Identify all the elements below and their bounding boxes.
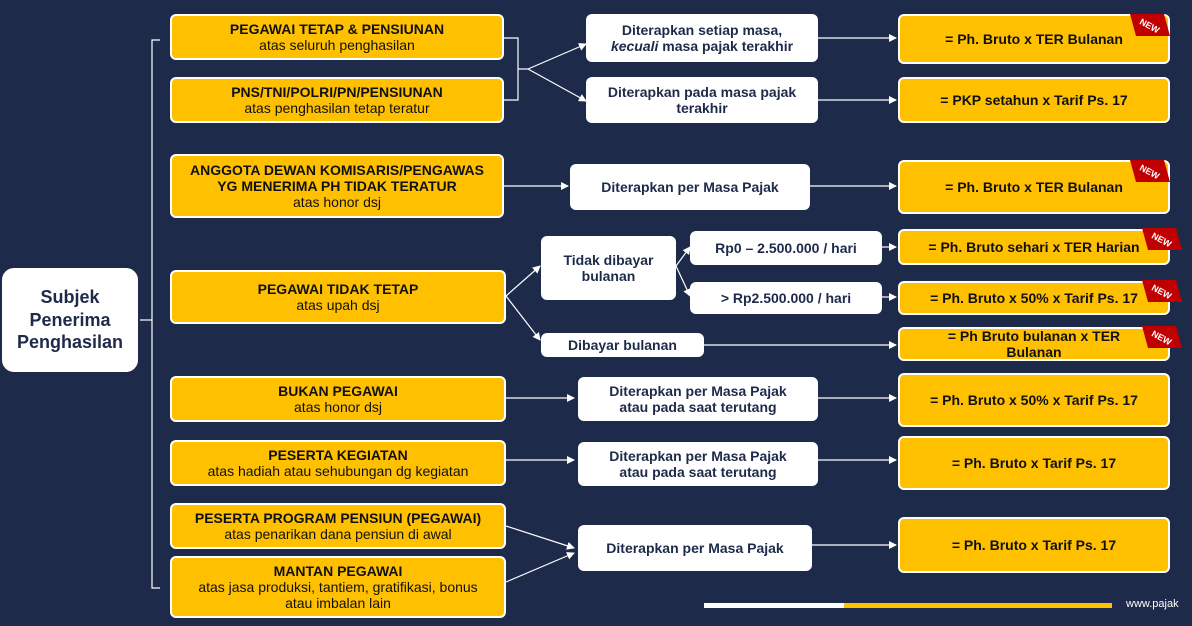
- root-subject-box: Subjek Penerima Penghasilan: [2, 268, 138, 372]
- subject-pegawai-tetap: PEGAWAI TETAP & PENSIUNAN atas seluruh p…: [170, 14, 504, 60]
- result-text: = Ph. Bruto x 50% x Tarif Ps. 17: [930, 289, 1138, 306]
- footer-bar-yellow: [844, 603, 1112, 608]
- result-text: = Ph. Bruto x Tarif Ps. 17: [951, 454, 1117, 471]
- condition-rp0-2500000: Rp0 – 2.500.000 / hari: [690, 231, 882, 265]
- subject-title-line-2: YG MENERIMA PH TIDAK TERATUR: [217, 177, 457, 194]
- condition-per-masa-pajak: Diterapkan per Masa Pajak: [570, 164, 810, 210]
- condition-tidak-dibayar-bulanan: Tidak dibayar bulanan: [541, 236, 676, 300]
- subject-sub: atas honor dsj: [293, 194, 381, 211]
- subject-sub: atas penghasilan tetap teratur: [244, 100, 430, 116]
- result-text: = Ph. Bruto x Tarif Ps. 17: [951, 536, 1117, 553]
- condition-masa-terakhir: Diterapkan pada masa pajak terakhir: [586, 77, 818, 123]
- condition-peserta-kegiatan: Diterapkan per Masa Pajak atau pada saat…: [578, 442, 818, 486]
- subject-title: PEGAWAI TETAP & PENSIUNAN: [229, 20, 445, 37]
- result-pkp-setahun: = PKP setahun x Tarif Ps. 17: [898, 77, 1170, 123]
- subject-title: PESERTA KEGIATAN: [268, 446, 408, 463]
- subject-title: PESERTA PROGRAM PENSIUN (PEGAWAI): [194, 509, 482, 526]
- condition-line-2: terakhir: [676, 100, 728, 116]
- subject-sub: atas penarikan dana pensiun di awal: [224, 526, 452, 542]
- result-50-percent-tarif-1: = Ph. Bruto x 50% x Tarif Ps. 17: [898, 281, 1170, 315]
- condition-text: Diterapkan per Masa Pajak: [601, 178, 779, 195]
- result-text: = Ph. Bruto x TER Bulanan: [945, 178, 1123, 195]
- subject-sub-line-2: atau imbalan lain: [285, 595, 391, 612]
- new-badge-icon: NEW: [1130, 14, 1170, 36]
- condition-line-2: kecuali masa pajak terakhir: [611, 38, 793, 54]
- result-ter-bulanan-2: = Ph. Bruto x TER Bulanan: [898, 160, 1170, 214]
- condition-line-1: Diterapkan per Masa Pajak: [609, 447, 787, 464]
- condition-setiap-masa: Diterapkan setiap masa, kecuali masa paj…: [586, 14, 818, 62]
- condition-text: > Rp2.500.000 / hari: [720, 289, 852, 306]
- subject-mantan-pegawai: MANTAN PEGAWAI atas jasa produksi, tanti…: [170, 556, 506, 618]
- subject-pegawai-tidak-tetap: PEGAWAI TIDAK TETAP atas upah dsj: [170, 270, 506, 324]
- condition-line-1: Diterapkan setiap masa,: [621, 21, 783, 38]
- result-tarif-ps17-1: = Ph. Bruto x Tarif Ps. 17: [898, 436, 1170, 490]
- result-tarif-ps17-2: = Ph. Bruto x Tarif Ps. 17: [898, 517, 1170, 573]
- subject-dewan-komisaris: ANGGOTA DEWAN KOMISARIS/PENGAWAS YG MENE…: [170, 154, 504, 218]
- condition-text: Rp0 – 2.500.000 / hari: [715, 239, 857, 256]
- subject-peserta-program-pensiun: PESERTA PROGRAM PENSIUN (PEGAWAI) atas p…: [170, 503, 506, 549]
- condition-above-2500000: > Rp2.500.000 / hari: [690, 282, 882, 314]
- result-ter-harian: = Ph. Bruto sehari x TER Harian: [898, 229, 1170, 265]
- footer-bar-white: [704, 603, 844, 608]
- subject-title: BUKAN PEGAWAI: [278, 382, 398, 399]
- condition-text: Diterapkan per Masa Pajak: [606, 539, 784, 556]
- new-badge-icon: NEW: [1142, 326, 1182, 348]
- footer-url: www.pajak: [1126, 598, 1179, 610]
- condition-line-2: atau pada saat terutang: [619, 464, 777, 480]
- subject-sub: atas seluruh penghasilan: [259, 37, 415, 53]
- subject-sub: atas hadiah atau sehubungan dg kegiatan: [207, 463, 469, 479]
- subject-peserta-kegiatan: PESERTA KEGIATAN atas hadiah atau sehubu…: [170, 440, 506, 486]
- condition-italic: kecuali: [610, 38, 659, 54]
- condition-dibayar-bulanan: Dibayar bulanan: [541, 333, 704, 357]
- result-ter-bulanan-3: = Ph Bruto bulanan x TER Bulanan: [898, 327, 1170, 361]
- condition-line-1: Diterapkan pada masa pajak: [607, 83, 797, 100]
- subject-sub-line-1: atas jasa produksi, tantiem, gratifikasi…: [198, 578, 478, 595]
- result-50-percent-tarif-2: = Ph. Bruto x 50% x Tarif Ps. 17: [898, 373, 1170, 427]
- result-text: = PKP setahun x Tarif Ps. 17: [940, 91, 1128, 108]
- condition-text: Dibayar bulanan: [568, 336, 677, 353]
- subject-sub: atas upah dsj: [296, 297, 380, 313]
- root-line-3: Penghasilan: [16, 332, 124, 353]
- condition-line-2: bulanan: [581, 268, 636, 284]
- condition-rest: masa pajak terakhir: [658, 38, 794, 54]
- root-line-2: Penerima: [29, 309, 111, 330]
- condition-pensiun-mantan: Diterapkan per Masa Pajak: [578, 525, 812, 571]
- new-badge-icon: NEW: [1130, 160, 1170, 182]
- condition-bukan-pegawai: Diterapkan per Masa Pajak atau pada saat…: [578, 377, 818, 421]
- result-line-1: = Ph Bruto bulanan x TER: [947, 327, 1121, 344]
- result-text: = Ph. Bruto x 50% x Tarif Ps. 17: [930, 391, 1138, 408]
- subject-pns: PNS/TNI/POLRI/PN/PENSIUNAN atas penghasi…: [170, 77, 504, 123]
- condition-line-1: Tidak dibayar: [563, 251, 654, 268]
- root-line-1: Subjek: [40, 287, 100, 308]
- subject-title: PEGAWAI TIDAK TETAP: [257, 280, 419, 297]
- condition-line-1: Diterapkan per Masa Pajak: [609, 382, 787, 399]
- subject-title-line-1: ANGGOTA DEWAN KOMISARIS/PENGAWAS: [189, 161, 484, 178]
- condition-line-2: atau pada saat terutang: [619, 399, 777, 415]
- subject-bukan-pegawai: BUKAN PEGAWAI atas honor dsj: [170, 376, 506, 422]
- result-line-2: Bulanan: [1006, 344, 1062, 360]
- subject-sub: atas honor dsj: [294, 399, 382, 415]
- subject-title: MANTAN PEGAWAI: [273, 562, 403, 579]
- new-badge-icon: NEW: [1142, 228, 1182, 250]
- result-text: = Ph. Bruto x TER Bulanan: [945, 30, 1123, 47]
- result-ter-bulanan-1: = Ph. Bruto x TER Bulanan: [898, 14, 1170, 64]
- new-badge-icon: NEW: [1142, 280, 1182, 302]
- result-text: = Ph. Bruto sehari x TER Harian: [928, 238, 1140, 255]
- subject-title: PNS/TNI/POLRI/PN/PENSIUNAN: [231, 83, 443, 100]
